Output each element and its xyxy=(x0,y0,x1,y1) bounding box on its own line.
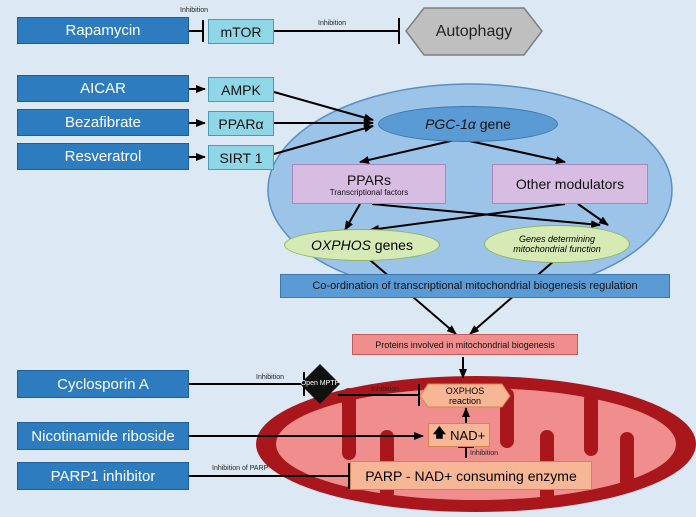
rapamycin-label: Rapamycin xyxy=(65,22,141,39)
oxphos-reaction-text: OXPHOS reaction xyxy=(445,385,485,406)
up-arrow-icon: 🡅 xyxy=(432,425,447,440)
bezafibrate-label: Bezafibrate xyxy=(65,114,141,131)
ppar-box: PPARα xyxy=(208,111,274,136)
parp-enzyme-box: PARP - NAD+ consuming enzyme xyxy=(350,461,592,490)
mptp-shape xyxy=(300,364,340,404)
inhibition-label-mptp: Inhibition xyxy=(371,386,400,393)
autophagy-text: Autophagy xyxy=(435,22,513,40)
oxphos-italic: OXPHOS xyxy=(311,237,371,253)
ppars-box: PPARs Transcriptional factors xyxy=(292,164,446,204)
pgc1a-rest: gene xyxy=(475,116,511,132)
open-mptp-text: Open MPTP xyxy=(300,380,340,387)
other-modulators-box: Other modulators xyxy=(492,164,648,204)
ampk-box: AMPK xyxy=(208,77,274,102)
ampk-label: AMPK xyxy=(221,81,261,98)
nicotinamide-label: Nicotinamide riboside xyxy=(31,427,175,445)
proteins-box: Proteins involved in mitochondrial bioge… xyxy=(352,334,578,355)
aicar-box: AICAR xyxy=(17,75,189,102)
sirt1-label: SIRT 1 xyxy=(219,149,263,166)
ppars-subtitle: Transcriptional factors xyxy=(329,187,409,197)
oxphos-rest: genes xyxy=(370,237,413,253)
parp1-inhibitor-box: PARP1 inhibitor xyxy=(17,462,189,490)
inhibition-label-mtor: Inhibition xyxy=(318,20,347,27)
nicotinamide-box: Nicotinamide riboside xyxy=(17,422,189,450)
ppar-label: PPARα xyxy=(218,115,264,132)
rapamycin-box: Rapamycin xyxy=(17,17,189,44)
inhibition-label-parp: Inhibition of PARP xyxy=(212,465,269,472)
aicar-label: AICAR xyxy=(80,80,126,97)
coordination-box: Co-ordination of transcriptional mitocho… xyxy=(280,274,670,298)
cyclosporin-label: Cyclosporin A xyxy=(57,375,149,393)
pgc1a-gene-ellipse: PGC-1α gene xyxy=(378,106,558,142)
oxphos-genes-ellipse: OXPHOS genes xyxy=(284,229,440,261)
pgc1a-italic: PGC-1α xyxy=(425,116,476,132)
resveratrol-label: Resveratrol xyxy=(64,148,142,165)
resveratrol-box: Resveratrol xyxy=(17,143,189,170)
genes-mito-function-ellipse: Genes determining mitochondrial function xyxy=(484,225,630,263)
nad-label: NAD+ xyxy=(450,427,486,443)
nad-box: 🡅 NAD+ xyxy=(428,423,490,447)
parp1-inhibitor-label: PARP1 inhibitor xyxy=(50,467,156,485)
oxphos-reaction-shape xyxy=(419,383,511,408)
sirt1-box: SIRT 1 xyxy=(208,145,274,170)
ppars-title: PPARs xyxy=(346,171,392,188)
bezafibrate-box: Bezafibrate xyxy=(17,109,189,136)
inhibition-label-rapamycin: Inhibition xyxy=(180,7,209,14)
cyclosporin-box: Cyclosporin A xyxy=(17,370,189,398)
mtor-box: mTOR xyxy=(208,19,274,44)
inhibition-label-cyclosporin: Inhibition xyxy=(256,374,285,381)
autophagy-shape xyxy=(405,7,543,56)
inhibition-label-nad: Inhibition xyxy=(470,450,499,457)
mtor-label: mTOR xyxy=(220,23,262,40)
